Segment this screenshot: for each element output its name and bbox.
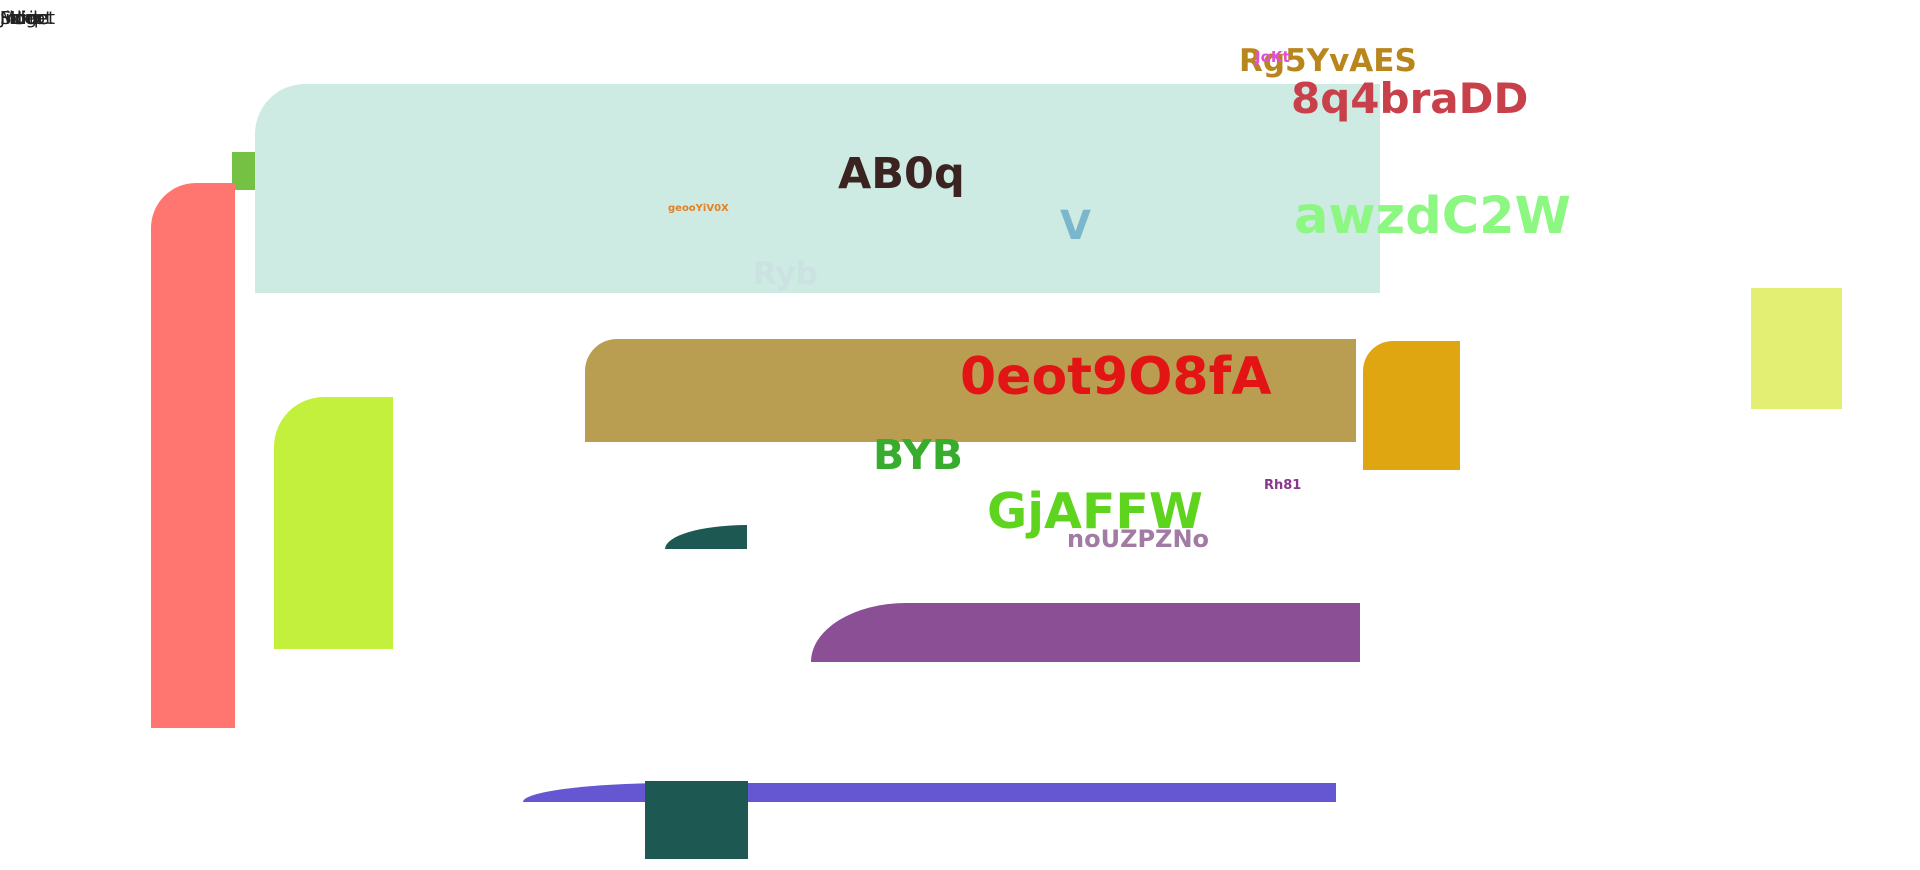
corner-label: Jitter <box>0 8 43 29</box>
amber-block <box>1363 341 1460 470</box>
label-ryb: Ryb <box>753 256 818 292</box>
label-gjaffw: GjAFFW <box>987 483 1203 540</box>
label-nouzpzno: noUZPZNo <box>1067 525 1210 553</box>
label-byb: BYB <box>873 431 963 479</box>
label-rh81: Rh81 <box>1264 478 1302 493</box>
salmon-bar <box>151 183 235 728</box>
label-8q4bradd: 8q4braDD <box>1291 74 1529 123</box>
corner-label: Inline <box>0 8 50 29</box>
label-geooyiv0x: geooYiV0X <box>668 203 729 214</box>
corner-label: Script <box>0 8 53 29</box>
khaki-band <box>585 339 1356 442</box>
label-v: V <box>1060 203 1091 249</box>
purple-band <box>811 603 1360 662</box>
label-0eot9o8fa: 0eot9O8fA <box>960 347 1272 407</box>
teal-square <box>645 781 748 859</box>
label-awzdc2w: awzdC2W <box>1294 187 1571 246</box>
corner-label: Fidget <box>0 8 56 29</box>
teal-quarter <box>665 525 747 549</box>
label-jokt: JoKt <box>1255 48 1290 66</box>
mint-panel <box>255 84 1380 293</box>
corner-label: Mode <box>0 8 50 29</box>
label-ab0q: AB0q <box>838 149 965 199</box>
lime-panel <box>274 397 393 649</box>
label-rg5yvaes: Rg5YvAES <box>1239 43 1417 79</box>
yellow-block <box>1751 288 1842 409</box>
